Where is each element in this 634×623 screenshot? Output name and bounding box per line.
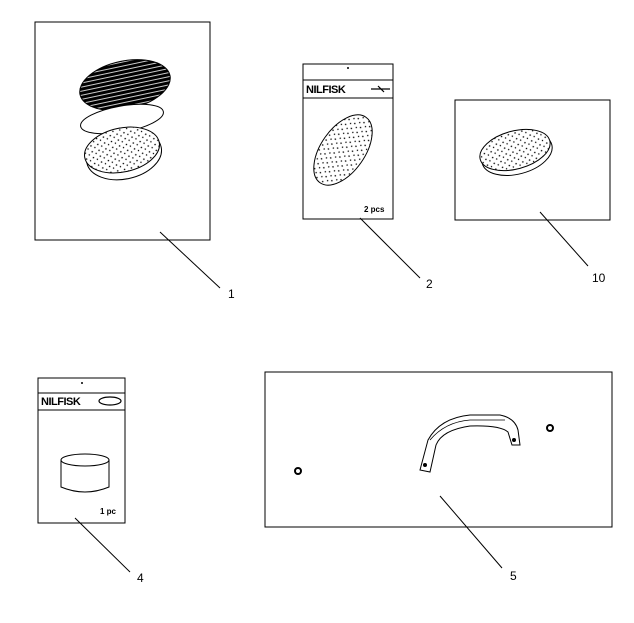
part-5-handle-kit: 5	[264, 371, 613, 583]
part-number-5: 5	[510, 569, 517, 583]
part-4-cap-pack: NILFISK 1 pc 4	[37, 377, 144, 585]
brand-logo: NILFISK	[306, 84, 346, 96]
part-2-filter-pack: NILFISK 2 pcs 2	[302, 63, 433, 291]
part-1-filter-assembly: 1	[34, 21, 235, 301]
part-number-4: 4	[137, 571, 144, 585]
part-10-filter-pad: 10	[454, 99, 611, 285]
quantity-label: 1 pc	[100, 507, 117, 516]
part-number-10: 10	[592, 271, 606, 285]
quantity-label: 2 pcs	[364, 205, 385, 214]
part-number-2: 2	[426, 277, 433, 291]
part-number-1: 1	[228, 287, 235, 301]
brand-logo: NILFISK	[41, 396, 81, 408]
